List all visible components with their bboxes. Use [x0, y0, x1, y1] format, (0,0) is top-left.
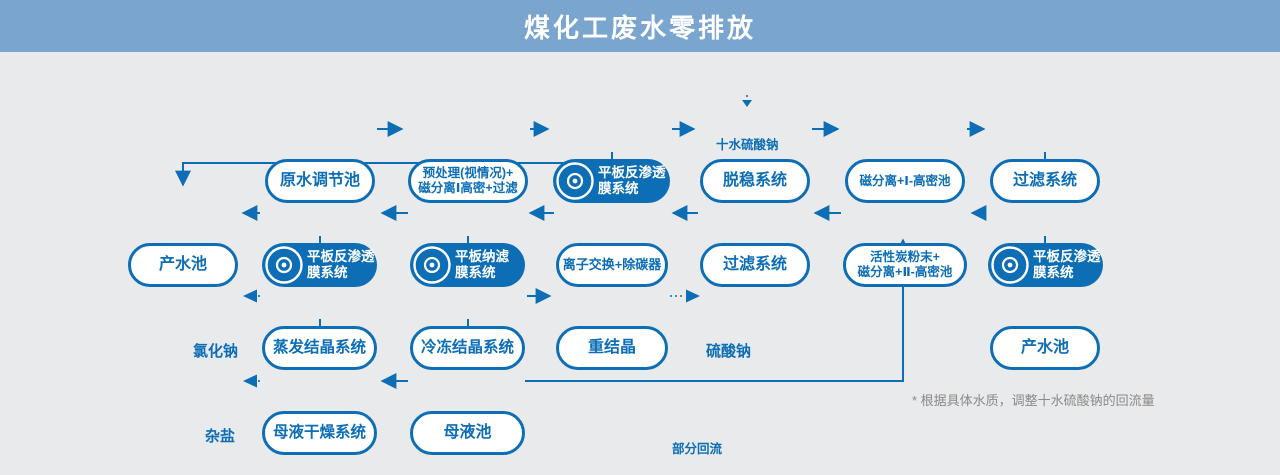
node-evaporation-crystallization: 蒸发结晶系统	[262, 326, 377, 370]
node-recrystallization: 重结晶	[556, 326, 668, 370]
node-mother-liquor-pool: 母液池	[410, 411, 525, 455]
footnote-reflux-adjustment: * 根据具体水质，调整十水硫酸钠的回流量	[912, 393, 1155, 408]
node-raw-water-pool: 原水调节池	[265, 159, 375, 203]
node-mother-liquor-drying: 母液干燥系统	[262, 411, 377, 455]
membrane-disc-icon	[556, 162, 594, 200]
node-product-water-pool-left: 产水池	[128, 243, 238, 287]
node-freezing-crystallization: 冷冻结晶系统	[410, 326, 525, 370]
node-label: 产水池	[158, 255, 207, 273]
node-label: 过滤系统	[722, 255, 787, 273]
node-label: 脱稳系统	[722, 171, 787, 189]
page-title: 煤化工废水零排放	[523, 12, 756, 43]
node-label: 活性炭粉末+ 磁分离+Ⅱ-高密池	[857, 250, 953, 279]
label-sodium-chloride: 氯化钠	[193, 343, 239, 360]
membrane-disc-icon	[413, 246, 451, 284]
label-sodium-sulfate-decahydrate: 十水硫酸钠	[716, 138, 779, 152]
node-label: 重结晶	[587, 338, 636, 356]
node-filter-system-2: 过滤系统	[700, 243, 810, 287]
node-label: 平板纳滤 膜系统	[455, 249, 509, 280]
node-filter-system-1: 过滤系统	[990, 159, 1100, 203]
node-pretreatment: 预处理(视情况)+ 磁分离Ⅰ高密+过滤	[408, 159, 528, 203]
flow-diagram: 原水调节池 预处理(视情况)+ 磁分离Ⅰ高密+过滤 平板反渗透 膜系统 脱稳系统…	[0, 52, 1280, 475]
node-flat-ro-membrane-1: 平板反渗透 膜系统	[553, 159, 670, 203]
node-flat-nf-membrane: 平板纳滤 膜系统	[410, 243, 525, 287]
node-label: 母液池	[443, 423, 492, 441]
membrane-disc-icon	[265, 246, 303, 284]
node-product-water-pool-right: 产水池	[990, 326, 1100, 370]
node-label: 母液干燥系统	[272, 423, 366, 441]
node-label: 产水池	[1020, 338, 1069, 356]
node-label: 平板反渗透 膜系统	[1033, 249, 1101, 280]
node-label: 过滤系统	[1012, 171, 1077, 189]
node-destabilization-system: 脱稳系统	[700, 159, 810, 203]
node-label: 平板反渗透 膜系统	[307, 249, 375, 280]
node-label: 平板反渗透 膜系统	[598, 165, 666, 196]
label-mixed-salt: 杂盐	[205, 428, 236, 445]
node-label: 原水调节池	[279, 171, 360, 189]
node-flat-ro-membrane-3: 平板反渗透 膜系统	[988, 243, 1103, 287]
node-label: 离子交换+除碳器	[562, 257, 662, 273]
node-magnetic-separation-1: 磁分离+Ⅰ-高密池	[845, 159, 965, 203]
label-partial-reflux: 部分回流	[672, 442, 723, 456]
node-label: 蒸发结晶系统	[272, 338, 366, 356]
node-label: 磁分离+Ⅰ-高密池	[859, 173, 951, 188]
node-activated-carbon-magsep-2: 活性炭粉末+ 磁分离+Ⅱ-高密池	[843, 243, 967, 287]
node-label: 预处理(视情况)+ 磁分离Ⅰ高密+过滤	[418, 166, 518, 195]
membrane-disc-icon	[991, 246, 1029, 284]
node-ion-exchange: 离子交换+除碳器	[556, 243, 668, 287]
node-label: 冷冻结晶系统	[420, 338, 514, 356]
label-sodium-sulfate: 硫酸钠	[706, 343, 752, 360]
node-flat-ro-membrane-2: 平板反渗透 膜系统	[262, 243, 377, 287]
title-bar: 煤化工废水零排放	[0, 0, 1280, 52]
